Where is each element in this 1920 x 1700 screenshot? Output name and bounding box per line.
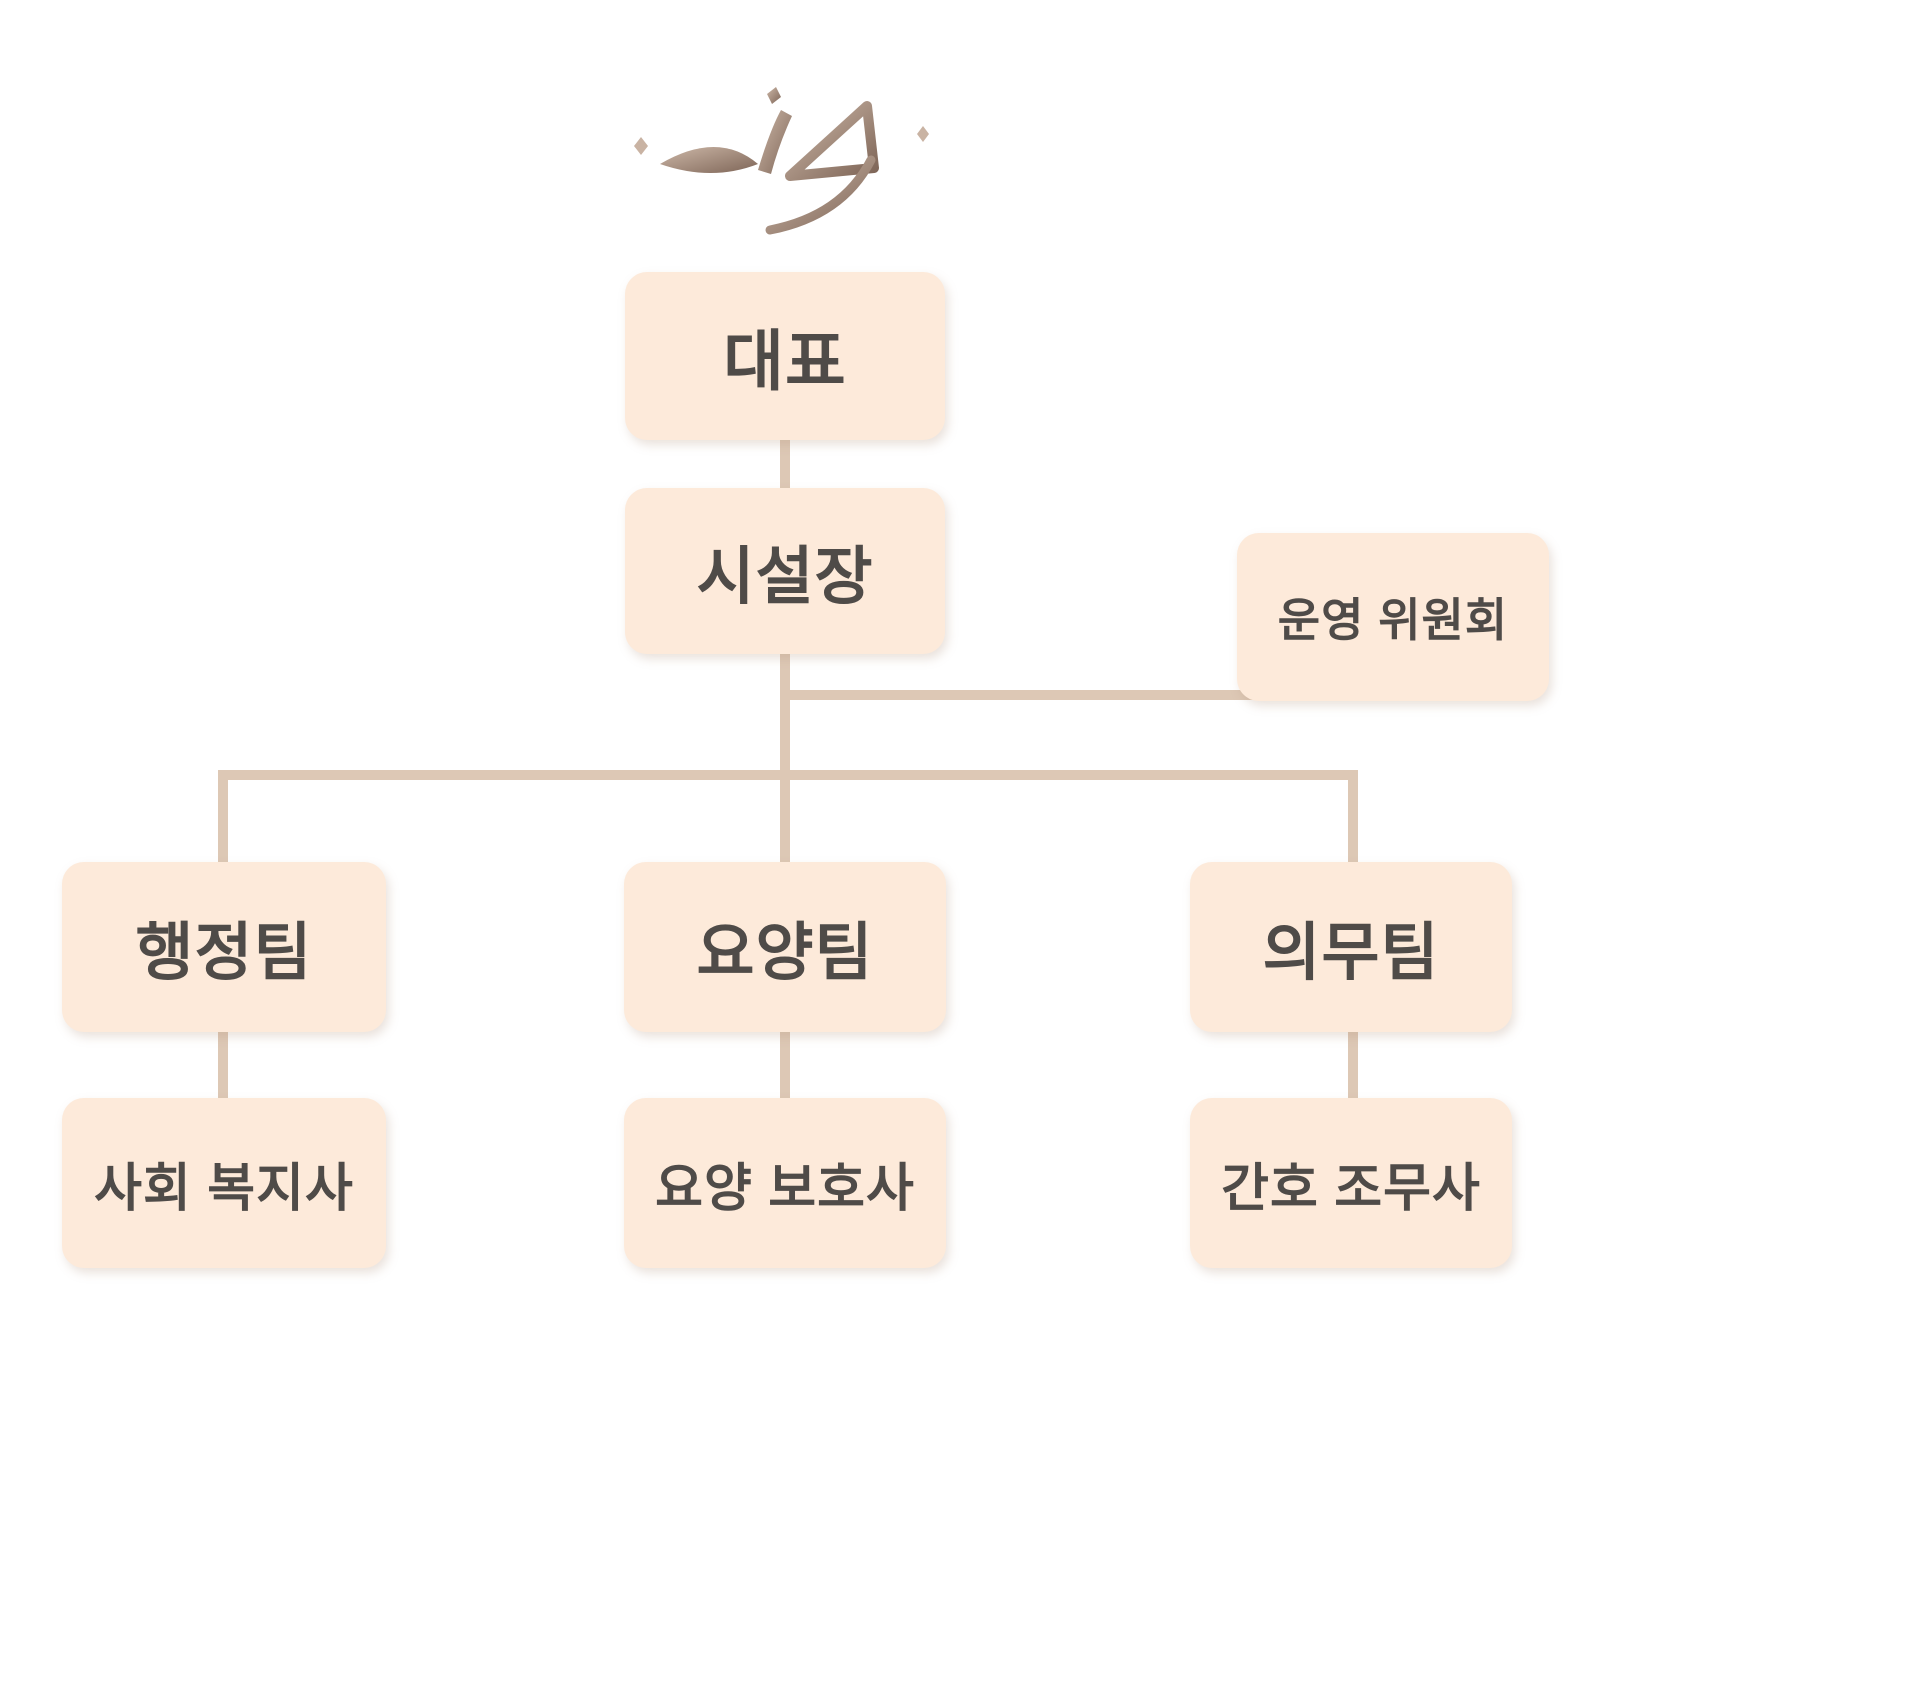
node-director: 시설장 bbox=[625, 488, 945, 654]
node-medical-team-label: 의무팀 bbox=[1262, 917, 1440, 988]
node-admin-team: 행정팀 bbox=[62, 862, 386, 1032]
node-social-worker: 사회 복지사 bbox=[62, 1098, 386, 1268]
node-committee: 운영 위원회 bbox=[1237, 533, 1549, 701]
connector-main-horizontal bbox=[218, 770, 1358, 780]
vip-logo bbox=[620, 58, 940, 238]
node-ceo: 대표 bbox=[625, 272, 945, 440]
vip-logo-icon bbox=[634, 87, 929, 235]
node-social-worker-label: 사회 복지사 bbox=[94, 1159, 354, 1218]
connector-care-careworker bbox=[780, 1028, 790, 1102]
connector-director-committee bbox=[785, 690, 1275, 700]
connector-drop-admin bbox=[218, 770, 228, 866]
node-admin-team-label: 행정팀 bbox=[135, 917, 313, 988]
node-care-worker: 요양 보호사 bbox=[624, 1098, 946, 1268]
node-care-worker-label: 요양 보호사 bbox=[655, 1159, 915, 1218]
node-committee-label: 운영 위원회 bbox=[1277, 594, 1509, 646]
connector-medical-nurse bbox=[1348, 1028, 1358, 1102]
connector-director-main bbox=[780, 652, 790, 868]
connector-drop-medical bbox=[1348, 770, 1358, 866]
node-nursing-assistant: 간호 조무사 bbox=[1190, 1098, 1512, 1268]
node-ceo-label: 대표 bbox=[723, 324, 847, 398]
node-director-label: 시설장 bbox=[696, 541, 874, 612]
node-medical-team: 의무팀 bbox=[1190, 862, 1512, 1032]
connector-admin-social bbox=[218, 1028, 228, 1102]
node-nursing-assistant-label: 간호 조무사 bbox=[1221, 1159, 1481, 1218]
node-care-team: 요양팀 bbox=[624, 862, 946, 1032]
connector-ceo-director bbox=[780, 438, 790, 492]
node-care-team-label: 요양팀 bbox=[696, 917, 874, 988]
